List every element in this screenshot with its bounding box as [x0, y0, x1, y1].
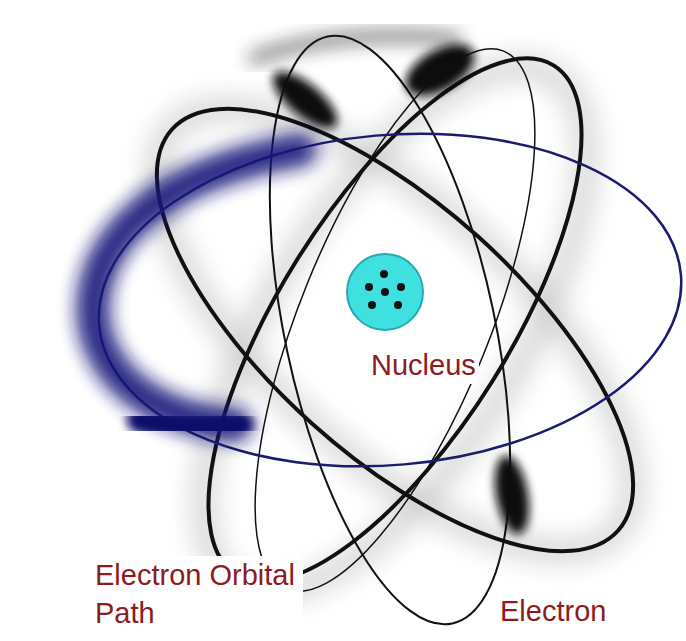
- part-label: Electron Orbital Path: [92, 556, 303, 632]
- nucleus: [347, 254, 423, 330]
- part-label: Nucleus: [368, 346, 479, 384]
- part-label: Electron: [497, 592, 609, 630]
- nucleon: [365, 270, 405, 309]
- electron-orbit: [88, 5, 686, 641]
- electron-blur: [250, 36, 460, 60]
- electron: [397, 34, 483, 107]
- electron-blur: [93, 150, 300, 425]
- orbit-halo: [88, 9, 686, 641]
- electron-orbit: [85, 110, 686, 490]
- electron: [489, 453, 534, 537]
- electron: [140, 420, 240, 427]
- electron: [264, 62, 346, 138]
